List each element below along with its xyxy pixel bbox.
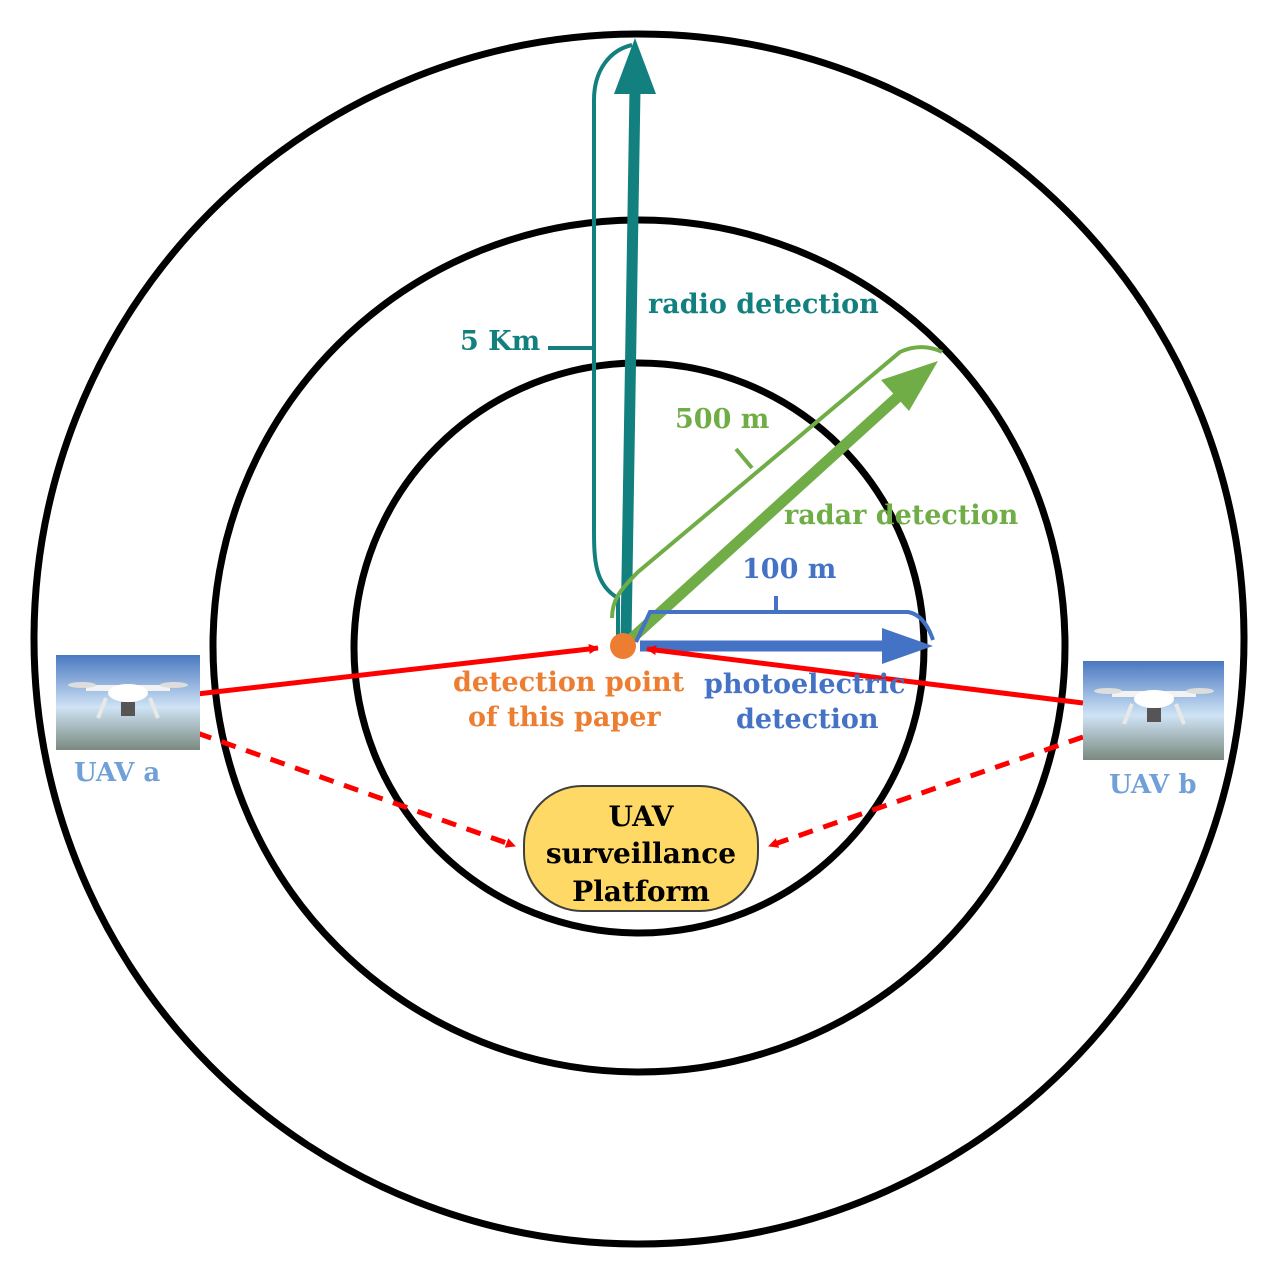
radio-range-label: 5 Km [460, 326, 540, 357]
radio-detection-label: radio detection [648, 289, 879, 320]
radar-range-tick [734, 447, 754, 470]
uav-b-detection-link [646, 645, 1084, 706]
photoelectric-label-line1: photoelectric [704, 669, 905, 700]
photoelectric-range-label: 100 m [742, 554, 836, 585]
platform-label-line1: UAV [609, 800, 675, 833]
uav-a-image [56, 655, 200, 750]
uav-a-label: UAV a [74, 758, 160, 788]
middle-ring [209, 216, 1069, 1076]
platform-label-line3: Platform [572, 875, 710, 908]
radio-detection-arrow [548, 38, 656, 644]
photoelectric-label-line2: detection [736, 704, 879, 735]
uav-b-image [1083, 661, 1224, 760]
surveillance-platform [523, 785, 759, 912]
platform-label-line2: surveillance [546, 837, 736, 870]
radar-detection-label: radar detection [784, 500, 1019, 531]
drone-icon [1094, 688, 1214, 725]
radar-range-label: 500 m [675, 404, 769, 435]
detection-point-marker [610, 633, 636, 659]
detection-point-label-line2: of this paper [468, 702, 661, 733]
outer-ring [30, 30, 1248, 1248]
uav-b-label: UAV b [1109, 770, 1197, 800]
detection-point-label-line1: detection point [453, 667, 685, 698]
uav-a-detection-link [196, 644, 599, 697]
uav-b-platform-link [768, 734, 1084, 849]
radar-detection-arrow [610, 345, 943, 645]
photoelectric-detection-arrow [634, 596, 935, 664]
drone-icon [68, 682, 188, 719]
uav-a-platform-link [196, 730, 516, 849]
